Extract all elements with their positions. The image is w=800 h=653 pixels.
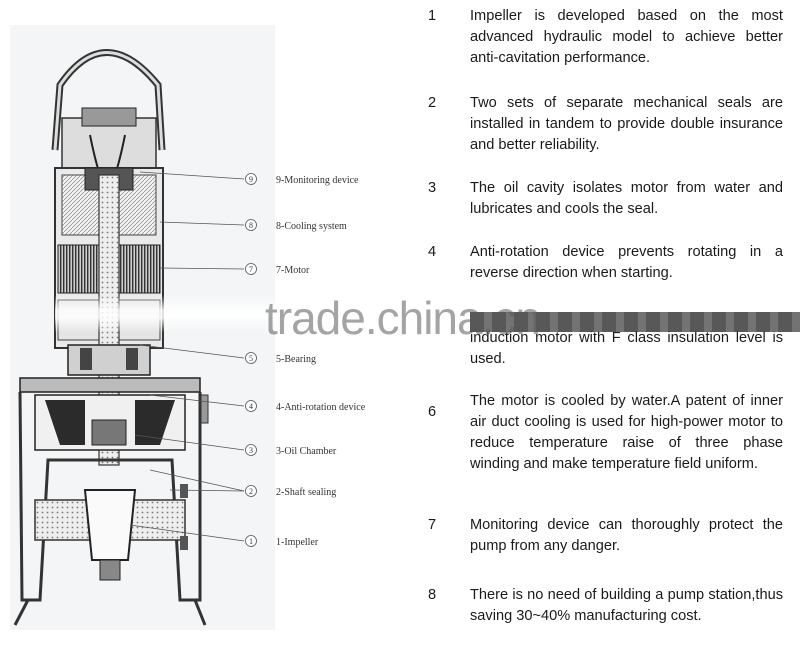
feature-text: The motor is cooled by water.A patent of… [470,393,783,472]
feature-item: induction motor with F class insulation … [428,328,783,370]
feature-text: induction motor with F class insulation … [470,330,783,367]
feature-text: Anti-rotation device prevents rotating i… [470,244,783,281]
feature-text: Two sets of separate mechanical seals ar… [470,95,783,153]
label-shaft-sealing: 2-Shaft sealing [276,487,336,498]
feature-text: Impeller is developed based on the most … [470,8,783,66]
watermark: trade.china.cn [265,292,541,344]
callout-number: 7 [249,265,253,274]
label-oil-chamber: 3-Oil Chamber [276,446,337,457]
feature-text: The oil cavity isolates motor from water… [470,180,783,217]
mechanical-seal [91,419,127,446]
callout-number: 3 [249,446,253,455]
callout-number: 8 [249,221,253,230]
feature-item: 7 Monitoring device can thoroughly prote… [428,515,783,557]
leader-lines [129,171,245,542]
feature-item: 3 The oil cavity isolates motor from wat… [428,178,783,220]
label-anti-rotation-device: 4-Anti-rotation device [276,402,366,413]
callout-markers: 9 8 7 5 4 3 2 1 [245,173,257,547]
feature-number: 3 [428,180,437,196]
feature-text: There is no need of building a pump stat… [470,587,783,624]
feature-item: 6 The motor is cooled by water.A patent … [428,391,783,475]
feature-item: 8 There is no need of building a pump st… [428,585,783,627]
feature-item: 4 Anti-rotation device prevents rotating… [428,242,783,284]
impeller [83,489,137,561]
callout-number: 2 [249,487,253,496]
feature-number: 8 [428,587,437,603]
label-bearing: 5-Bearing [276,354,316,365]
feature-number: 4 [428,244,437,260]
pump-casing [18,391,202,602]
stator-winding-right [114,244,161,294]
obscured-text-band [470,312,800,332]
label-motor: 7-Motor [276,265,310,276]
mounting-flange [19,377,201,393]
callout-number: 5 [249,354,253,363]
label-monitoring-device: 9-Monitoring device [276,175,359,186]
label-cooling-system: 8-Cooling system [276,221,347,232]
feature-number: 1 [428,8,437,24]
callout-number: 9 [249,175,253,184]
callout-number: 4 [249,402,253,411]
callout-number: 1 [249,537,253,546]
feature-item: 2 Two sets of separate mechanical seals … [428,93,783,156]
stator-winding-left [57,244,104,294]
feature-number: 7 [428,517,437,533]
feature-text: Monitoring device can thoroughly protect… [470,517,783,554]
feature-item: 1 Impeller is developed based on the mos… [428,6,783,69]
label-impeller: 1-Impeller [276,537,319,548]
feature-number: 6 [428,404,437,420]
feature-number: 2 [428,95,437,111]
